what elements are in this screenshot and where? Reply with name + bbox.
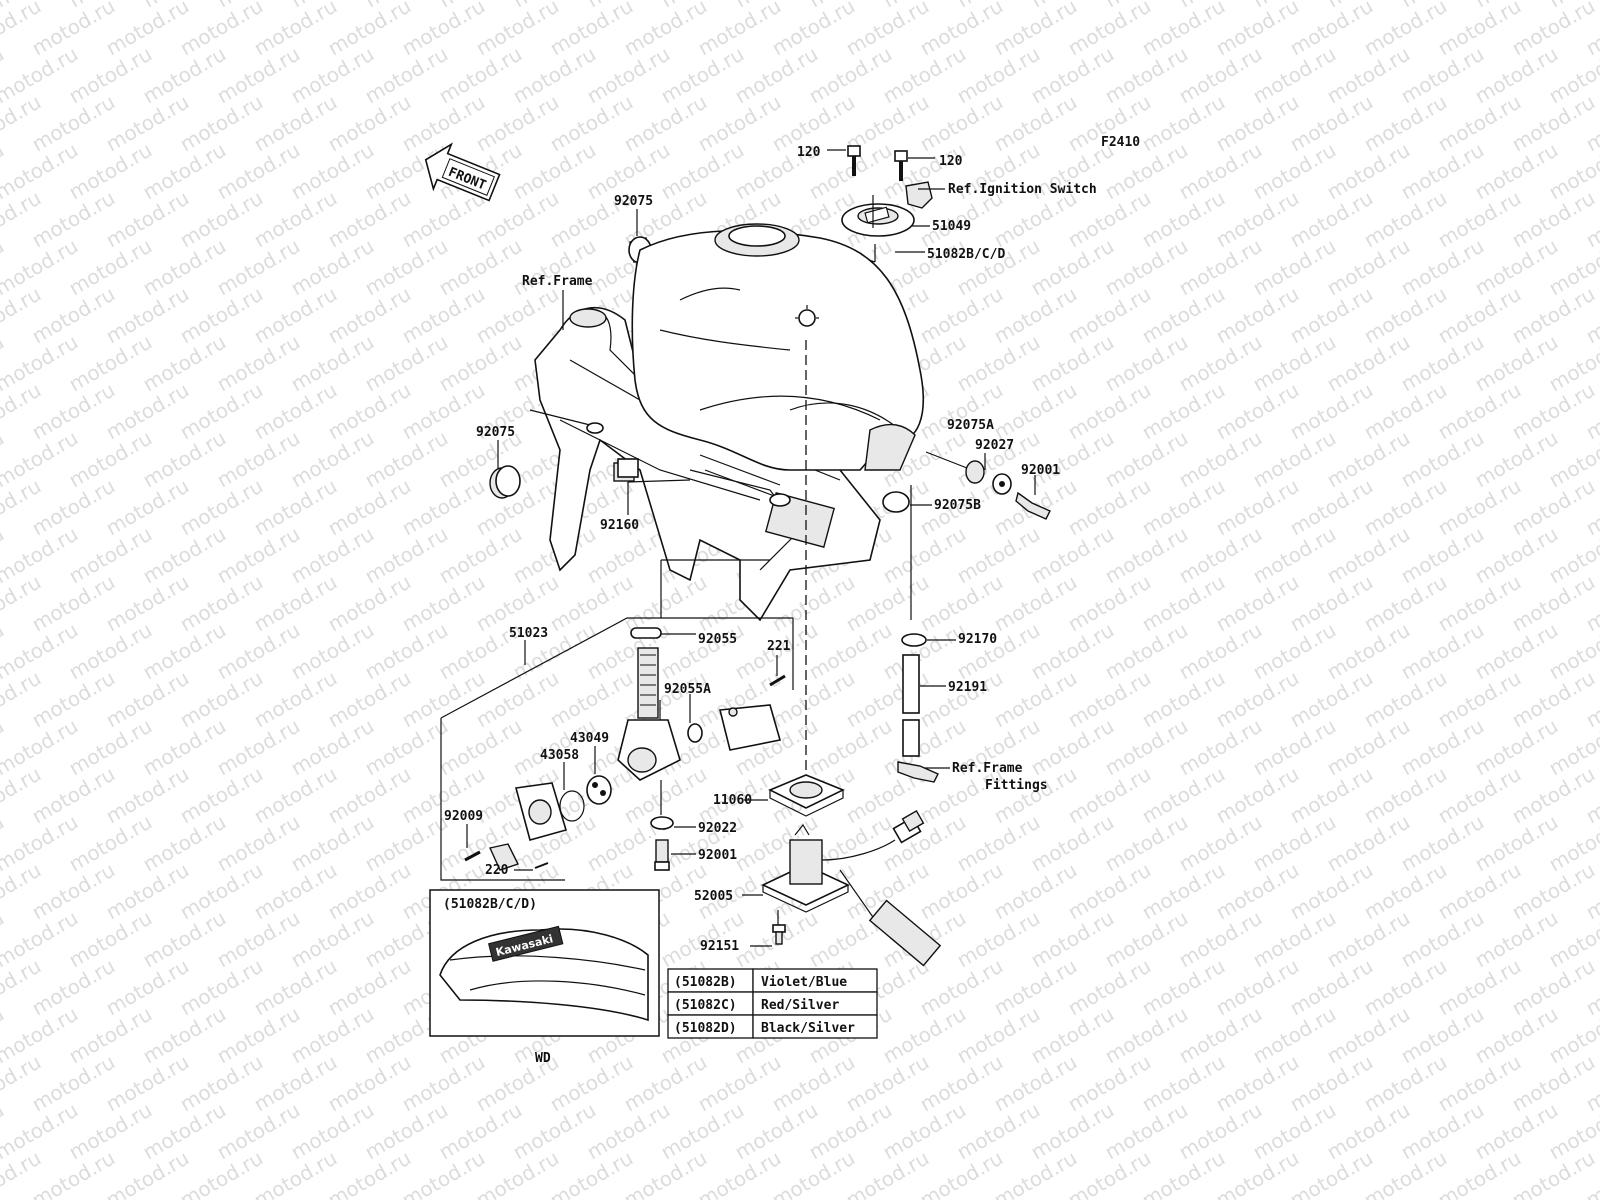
label-ref-frame: Ref.Frame	[522, 274, 593, 289]
table-code-0: (51082B)	[674, 975, 737, 990]
fuel-cock	[464, 627, 786, 871]
screw-92151	[772, 924, 786, 945]
label-120-b: 120	[939, 154, 963, 169]
label-220: 220	[485, 863, 509, 878]
label-52005: 52005	[694, 889, 733, 904]
table-color-2: Black/Silver	[761, 1021, 855, 1036]
label-92160: 92160	[600, 518, 639, 533]
label-221: 221	[767, 639, 791, 654]
fuel-level-sensor	[761, 809, 942, 967]
label-92170: 92170	[958, 632, 997, 647]
block-92160	[613, 458, 639, 482]
label-51023: 51023	[509, 626, 548, 641]
label-92075A: 92075A	[947, 418, 994, 433]
label-ref-frame-fittings-2: Fittings	[985, 778, 1048, 793]
fuel-tank	[631, 223, 924, 471]
label-92055A: 92055A	[664, 682, 711, 697]
label-92022: 92022	[698, 821, 737, 836]
label-92191: 92191	[948, 680, 987, 695]
table-code-1: (51082C)	[674, 998, 737, 1013]
watermark-text: motod.ru	[0, 1194, 8, 1200]
inset-tank-decal: Kawasaki	[429, 889, 660, 1037]
hose-assembly	[897, 633, 939, 783]
label-92027: 92027	[975, 438, 1014, 453]
fuel-cap-assembly	[751, 145, 945, 270]
label-92001-right: 92001	[1021, 463, 1060, 478]
frame-illustration	[529, 306, 881, 622]
washer-and-bolt	[650, 816, 674, 871]
fuel-cock-box	[440, 559, 794, 881]
label-ref-frame-fittings-1: Ref.Frame	[952, 761, 1023, 776]
damper-92075-left	[489, 465, 521, 499]
label-92151: 92151	[700, 939, 739, 954]
table-color-0: Violet/Blue	[761, 975, 847, 990]
label-43049: 43049	[570, 731, 609, 746]
label-92075-left: 92075	[476, 425, 515, 440]
color-table: (51082B) Violet/Blue (51082C) Red/Silver…	[667, 968, 878, 1039]
label-92075-top: 92075	[614, 194, 653, 209]
mount-hardware-right	[882, 460, 1051, 520]
label-ref-ignition-switch: Ref.Ignition Switch	[948, 182, 1097, 197]
label-92009: 92009	[444, 809, 483, 824]
diagram-code: F2410	[1101, 135, 1140, 150]
inset-caption: WD	[535, 1051, 551, 1066]
table-color-1: Red/Silver	[761, 998, 839, 1013]
label-11060: 11060	[713, 793, 752, 808]
label-51082: 51082B/C/D	[927, 247, 1005, 262]
label-92055: 92055	[698, 632, 737, 647]
table-code-2: (51082D)	[674, 1021, 737, 1036]
label-92001-bottom: 92001	[698, 848, 737, 863]
gasket-11060	[768, 774, 845, 817]
label-92075B: 92075B	[934, 498, 981, 513]
label-120-a: 120	[797, 145, 821, 160]
label-43058: 43058	[540, 748, 579, 763]
inset-title: (51082B/C/D)	[443, 897, 537, 912]
label-51049: 51049	[932, 219, 971, 234]
